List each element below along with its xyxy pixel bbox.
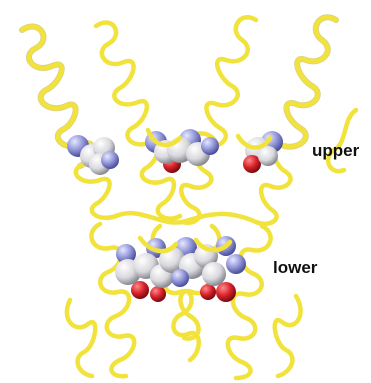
upper-residue-center xyxy=(145,129,219,173)
carbon-atom xyxy=(258,146,278,166)
helix-ribbons xyxy=(19,15,359,381)
oxygen-atom xyxy=(200,284,216,300)
helix-group xyxy=(19,14,359,381)
carbon-atom xyxy=(159,247,185,273)
helix-bottom-left-tail xyxy=(64,297,98,379)
upper-ring-label: upper xyxy=(312,141,360,160)
carbon-atom xyxy=(202,262,226,286)
oxygen-atom xyxy=(216,282,236,302)
front-ribbons xyxy=(137,127,273,254)
loop-mid xyxy=(113,210,259,225)
helix-inner-left xyxy=(93,20,183,221)
helix-bottom-right-tail xyxy=(272,293,303,379)
nitrogen-atom xyxy=(201,137,219,155)
helix-far-right xyxy=(253,15,339,227)
helix-lower-left xyxy=(89,221,137,379)
nitrogen-atom xyxy=(226,254,246,274)
oxygen-atom xyxy=(243,155,261,173)
nitrogen-atom xyxy=(101,151,119,169)
oxygen-atom xyxy=(131,281,149,299)
oxygen-atom xyxy=(150,286,166,302)
lower-ring-label: lower xyxy=(273,258,318,277)
helix-far-right-upper xyxy=(325,107,359,174)
nitrogen-atom xyxy=(116,244,136,264)
nitrogen-atom xyxy=(171,269,189,287)
upper-residue-left xyxy=(67,135,119,175)
lower-residue-ring xyxy=(115,236,246,302)
upper-residue-ring xyxy=(67,129,283,175)
helix-lower-right xyxy=(225,223,273,381)
helix-inner-right xyxy=(179,15,259,226)
helix-far-left xyxy=(19,24,119,221)
